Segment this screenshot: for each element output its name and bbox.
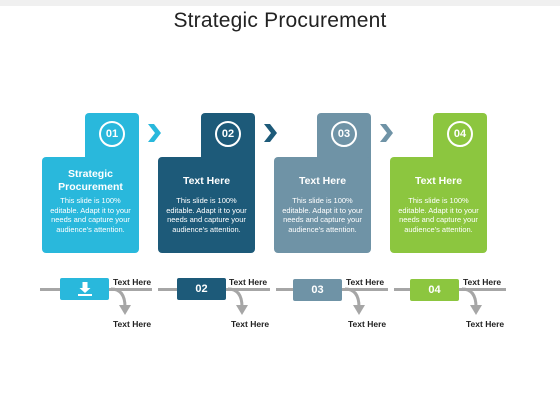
step-card-4-body bbox=[390, 157, 487, 253]
step-card-2: 02 Text Here This slide is 100% editable… bbox=[158, 113, 255, 253]
download-icon bbox=[77, 282, 92, 296]
timeline-box-3: 03 bbox=[293, 279, 342, 301]
chevron-right-icon bbox=[148, 124, 161, 142]
chevron-right-icon bbox=[264, 124, 277, 142]
step-heading-1: Strategic Procurement bbox=[58, 168, 123, 193]
timeline-label-bottom-3: Text Here bbox=[348, 319, 387, 329]
step-number-4: 04 bbox=[447, 121, 473, 147]
step-number-3: 03 bbox=[331, 121, 357, 147]
timeline-label-bottom-4: Text Here bbox=[466, 319, 505, 329]
branch-arrow-icon bbox=[345, 287, 365, 315]
timeline-label-top-1: Text Here bbox=[113, 277, 152, 287]
timeline-label-bottom-1: Text Here bbox=[113, 319, 152, 329]
step-card-3: 03 Text Here This slide is 100% editable… bbox=[274, 113, 371, 253]
step-heading-2: Text Here bbox=[182, 175, 231, 187]
timeline-label-bottom-2: Text Here bbox=[231, 319, 270, 329]
step-number-2: 02 bbox=[215, 121, 241, 147]
top-strip bbox=[0, 0, 560, 6]
step-card-2-body bbox=[158, 157, 255, 253]
timeline-box-4: 04 bbox=[410, 279, 459, 301]
step-card-4: 04 Text Here This slide is 100% editable… bbox=[390, 113, 487, 253]
branch-arrow-icon bbox=[228, 287, 248, 315]
step-description-3: This slide is 100% editable. Adapt it to… bbox=[282, 196, 363, 234]
chevron-right-icon bbox=[380, 124, 393, 142]
step-card-1: 01 Strategic Procurement This slide is 1… bbox=[42, 113, 139, 253]
timeline-label-top-2: Text Here bbox=[229, 277, 268, 287]
branch-arrow-icon bbox=[111, 287, 131, 315]
step-description-4: This slide is 100% editable. Adapt it to… bbox=[398, 196, 479, 234]
step-description-1: This slide is 100% editable. Adapt it to… bbox=[50, 196, 131, 234]
timeline-box-1 bbox=[60, 278, 109, 300]
timeline-label-top-3: Text Here bbox=[346, 277, 385, 287]
step-heading-4: Text Here bbox=[414, 175, 463, 187]
step-description-2: This slide is 100% editable. Adapt it to… bbox=[166, 196, 247, 234]
step-card-1-body bbox=[42, 157, 139, 253]
step-number-1: 01 bbox=[99, 121, 125, 147]
step-card-3-body bbox=[274, 157, 371, 253]
timeline-box-2: 02 bbox=[177, 278, 226, 300]
branch-arrow-icon bbox=[462, 287, 482, 315]
step-heading-3: Text Here bbox=[298, 175, 347, 187]
timeline-label-top-4: Text Here bbox=[463, 277, 502, 287]
slide-title: Strategic Procurement bbox=[173, 9, 387, 32]
